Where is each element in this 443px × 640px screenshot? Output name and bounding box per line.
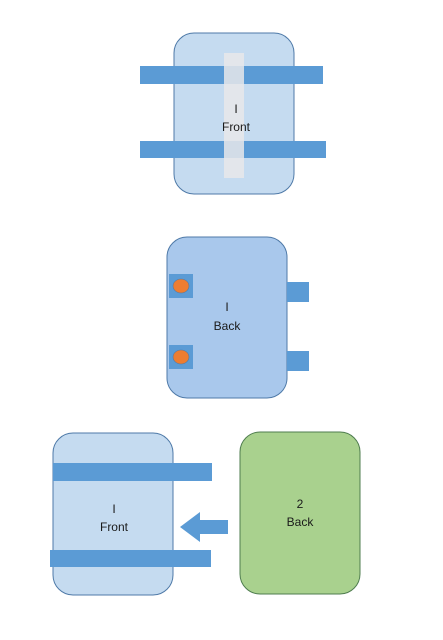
- diagram-assembly: I Front 2 Back: [50, 431, 361, 596]
- top-hole: [172, 278, 190, 294]
- panel-two-number-label: 2: [297, 497, 304, 511]
- panel-number-label: I: [234, 102, 237, 116]
- panel-side-label: Front: [222, 120, 251, 134]
- vertical-translucent-strap: [224, 53, 244, 178]
- bottom-hole: [172, 349, 190, 365]
- bottom-horizontal-strap: [50, 550, 211, 567]
- panel-two-side-label: Back: [287, 515, 315, 529]
- diagram-back-1: I Back: [166, 236, 309, 399]
- back-panel: [166, 236, 288, 399]
- diagram-front-1: I Front: [140, 32, 326, 195]
- back-panel-two: [239, 431, 361, 595]
- panel-one-side-label: Front: [100, 520, 129, 534]
- panel-one-number-label: I: [112, 502, 115, 516]
- panel-side-label: Back: [214, 319, 242, 333]
- left-arrow-icon: [180, 512, 228, 542]
- bottom-side-tab: [287, 351, 309, 371]
- top-side-tab: [287, 282, 309, 302]
- top-horizontal-strap: [53, 463, 212, 481]
- panel-number-label: I: [225, 300, 228, 314]
